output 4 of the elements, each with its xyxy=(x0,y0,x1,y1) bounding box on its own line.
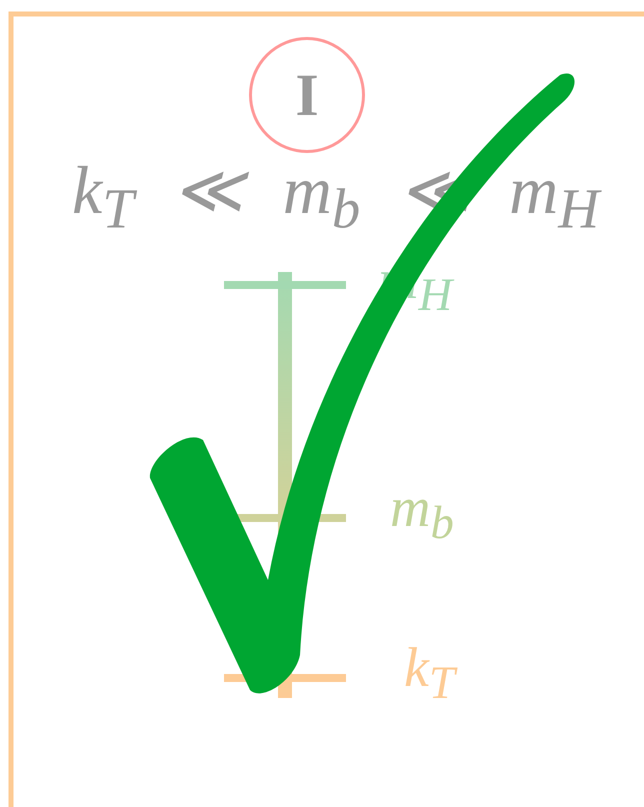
roman-numeral: I xyxy=(295,65,319,125)
scale-label: m$_{b}$ xyxy=(390,480,454,547)
circle-node xyxy=(249,37,365,153)
scale-label: k$_{T}$ xyxy=(404,640,455,707)
